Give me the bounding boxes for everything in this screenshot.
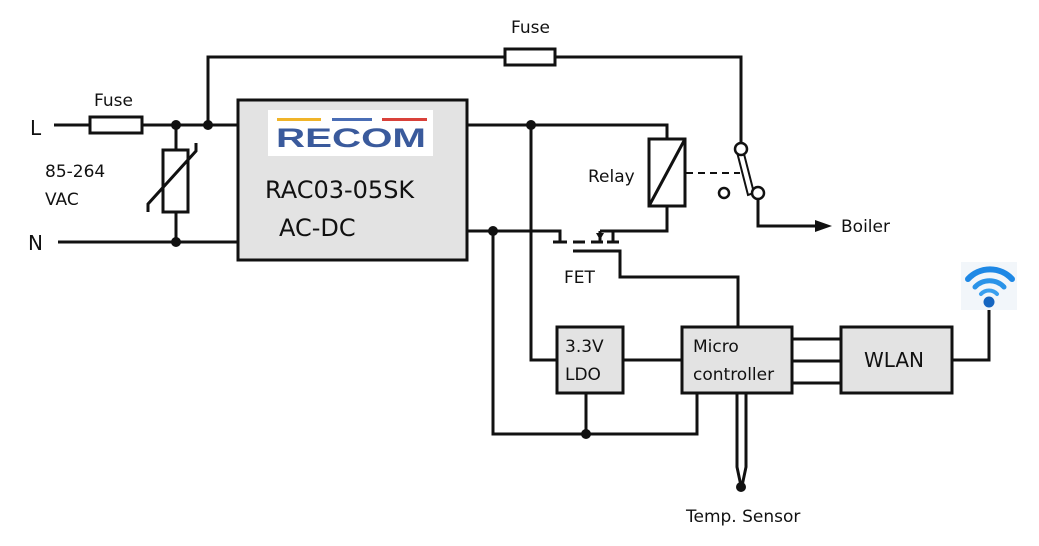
input-voltage-line1: 85-264 [45,162,105,182]
line-label: L [30,116,42,140]
mcu-label-line2: controller [693,365,774,385]
wlan-module [839,325,954,395]
relay-coil [613,137,687,233]
ldo-supply-wire [529,125,557,362]
ldo-label-line1: 3.3V [565,337,604,357]
mcu-label-line1: Micro [693,337,739,357]
antenna-wire [952,305,991,362]
ldo-regulator [555,325,625,395]
junction-dot [171,120,181,130]
ground-wire [467,229,562,243]
bypass-fuse-label: Fuse [511,18,550,38]
ground-return-wire [491,231,699,436]
input-fuse-label: Fuse [94,91,133,111]
vout-wire [467,123,669,139]
junction-dot [171,237,181,247]
wifi-icon [961,262,1017,310]
recom-logo: RECOM [268,110,433,156]
temp-sensor-label: Temp. Sensor [685,507,800,527]
relay-label: Relay [588,167,635,187]
mcu-wlan-bus [792,337,841,385]
converter-model: RAC03-05SK [265,176,415,204]
temp-sensor-probe [735,393,748,492]
wlan-label: WLAN [864,348,924,372]
fet-transistor [553,229,740,327]
converter-type: AC-DC [279,214,356,242]
ldo-label-line2: LDO [565,365,601,385]
bypass-wire [206,55,743,148]
relay-switch [717,141,832,232]
bypass-fuse [503,47,557,67]
input-voltage-line2: VAC [45,190,79,210]
fet-label: FET [564,268,596,288]
input-fuse [88,115,144,135]
boiler-label: Boiler [841,217,890,237]
neutral-label: N [28,231,43,255]
varistor-icon [146,125,198,242]
recom-brand-text: RECOM [276,123,426,153]
